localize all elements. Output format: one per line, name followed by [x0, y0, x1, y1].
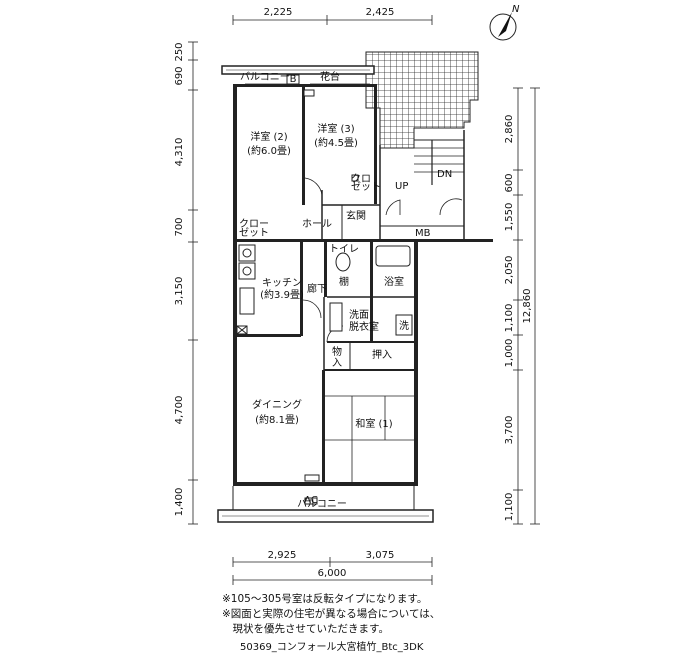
- dining-size: (約8.1畳): [255, 413, 299, 426]
- western-room-2-size: (約6.0畳): [247, 144, 291, 157]
- dimension-labels: 2,225 2,425 250 690 4,310 700 3,150 4,70…: [174, 7, 533, 579]
- dimension-lines: [188, 15, 540, 585]
- western-room-2-name: 洋室 (2): [250, 130, 287, 143]
- dim-left-1: 250: [174, 42, 185, 61]
- washer-label: 洗: [399, 320, 409, 332]
- flower-bed-label: 花台: [320, 70, 340, 83]
- walls: [217, 65, 493, 523]
- fixtures: [236, 74, 413, 505]
- toilet-icon: [335, 252, 351, 272]
- dim-bottom-1: 2,925: [268, 550, 297, 561]
- dim-right-5: 1,100: [504, 304, 515, 333]
- bathtub-icon: [375, 245, 411, 267]
- hall-label: ホール: [302, 218, 332, 230]
- closet-label-1: クロー: [239, 218, 269, 230]
- plan-caption: 50369_コンフォール大宮植竹_Btc_3DK: [240, 642, 424, 653]
- dim-top-1: 2,225: [264, 7, 293, 18]
- entrance-label: 玄関: [346, 209, 366, 222]
- ac-unit-icon: [304, 497, 318, 505]
- dining-name: ダイニング: [252, 398, 302, 411]
- note-line-2: ※図面と実際の住宅が異なる場合については、: [222, 608, 441, 620]
- stairwell-hatch: [365, 51, 479, 149]
- closet-small-label-2: ゼット: [351, 181, 381, 193]
- dim-left-5: 3,150: [174, 277, 185, 306]
- dim-right-3: 1,550: [504, 203, 515, 232]
- storage-label-2: 入: [332, 358, 342, 369]
- stairs-up-label: UP: [395, 181, 408, 192]
- dim-right-8: 1,100: [504, 493, 515, 522]
- dim-right-6: 1,000: [504, 339, 515, 368]
- storage-label-1: 物: [332, 345, 342, 358]
- dim-bottom-2: 3,075: [366, 550, 395, 561]
- dim-top-2: 2,425: [366, 7, 395, 18]
- western-room-3-size: (約4.5畳): [314, 136, 358, 149]
- closet-label-2: ゼット: [239, 227, 269, 239]
- toilet-label: トイレ: [329, 244, 359, 255]
- balcony-top-label: バルコニー: [240, 71, 290, 83]
- note-line-3: 現状を優先させていただきます。: [222, 623, 389, 635]
- dim-left-3: 4,310: [174, 138, 185, 167]
- oshiire-label: 押入: [372, 348, 392, 361]
- corridor-label: 廊下: [307, 282, 327, 295]
- bath-label: 浴室: [384, 275, 404, 288]
- dim-right-1: 2,860: [504, 115, 515, 144]
- dim-right-7: 3,700: [504, 416, 515, 445]
- dim-left-6: 4,700: [174, 396, 185, 425]
- b-mark-box: [286, 74, 300, 85]
- note-line-1: ※105〜305号室は反転タイプになります。: [222, 593, 428, 605]
- ac-mark-label: AC: [304, 495, 318, 506]
- washbasin-icon: [329, 302, 343, 332]
- mb-label: MB: [415, 228, 431, 239]
- north-arrow-icon: [498, 12, 512, 37]
- dim-right-total: 12,860: [522, 289, 533, 324]
- western-room-3-name: 洋室 (3): [317, 122, 354, 135]
- dim-left-7: 1,400: [174, 488, 185, 517]
- balcony-bottom-label: バルコニー: [297, 498, 347, 510]
- kitchen-name: キッチン: [262, 277, 302, 289]
- washer-icon: [395, 314, 413, 336]
- shelf-label: 棚: [339, 275, 349, 288]
- stairs-dn-label: DN: [437, 169, 452, 180]
- compass-label: N: [512, 4, 520, 15]
- dim-right-4: 2,050: [504, 256, 515, 285]
- dim-bottom-total: 6,000: [318, 568, 347, 579]
- sink-icon: [239, 287, 255, 315]
- kitchen-size: (約3.9畳): [260, 288, 304, 301]
- b-mark-label: B: [290, 74, 297, 85]
- dim-left-4: 700: [174, 217, 185, 236]
- washroom-label-1: 洗面: [349, 309, 369, 321]
- closet-small-label-1: クロ: [351, 173, 371, 185]
- dim-right-2: 600: [504, 173, 515, 192]
- dim-left-2: 690: [174, 66, 185, 85]
- compass: N: [489, 4, 520, 41]
- washroom-label-2: 脱衣室: [349, 320, 379, 333]
- japanese-room-label: 和室 (1): [355, 417, 392, 430]
- room-labels: バルコニー B 花台 洋室 (2) (約6.0畳) 洋室 (3) (約4.5畳)…: [239, 70, 452, 510]
